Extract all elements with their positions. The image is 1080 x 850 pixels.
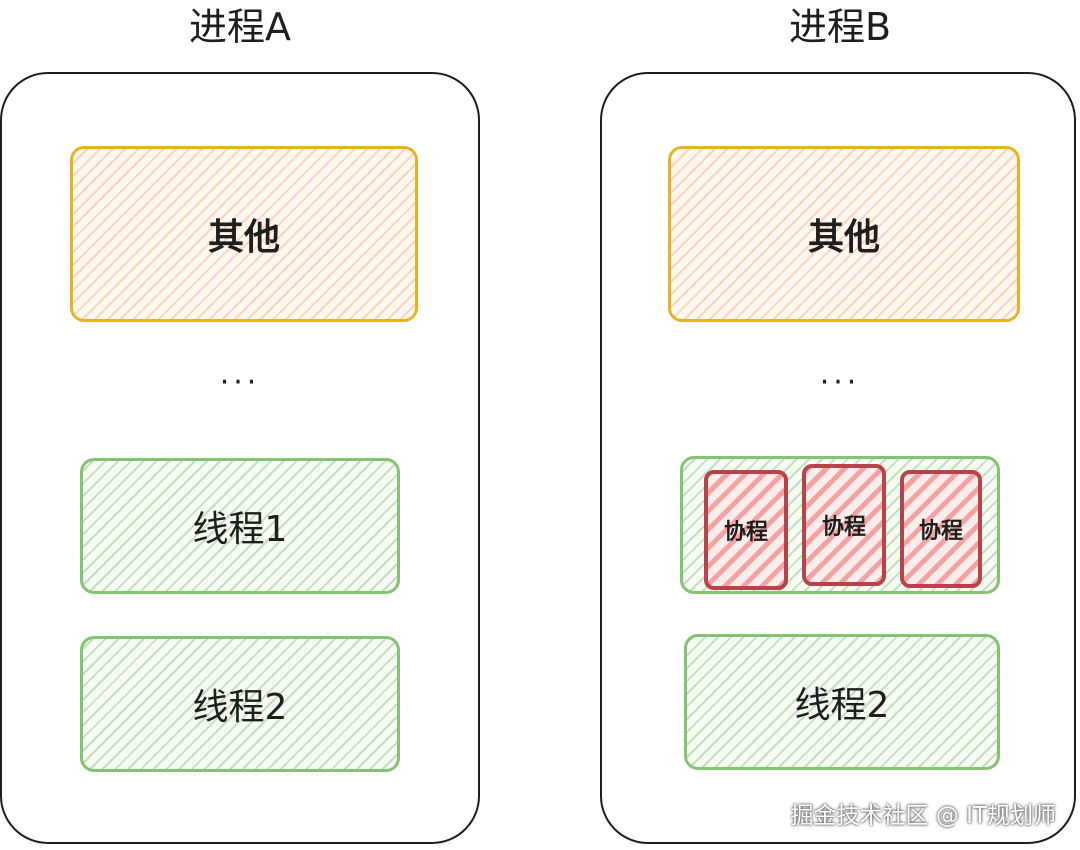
coroutine-block-3: 协程 bbox=[900, 470, 982, 588]
process-b-thread-2-label: 线程2 bbox=[794, 685, 890, 726]
process-a-title: 进程A bbox=[189, 5, 291, 49]
process-b-ellipsis: ··· bbox=[819, 365, 861, 400]
process-a-other-block: 其他 bbox=[70, 146, 418, 322]
process-a-thread-2-label: 线程2 bbox=[192, 687, 288, 728]
process-a-thread-1-label: 线程1 bbox=[192, 509, 288, 550]
process-b-other-block: 其他 bbox=[668, 146, 1020, 322]
process-a-ellipsis: ··· bbox=[219, 365, 261, 400]
process-a-thread-2: 线程2 bbox=[80, 636, 400, 772]
coroutine-label-1: 协程 bbox=[723, 520, 768, 545]
process-a-other-label: 其他 bbox=[207, 217, 280, 258]
process-b-other-label: 其他 bbox=[807, 217, 880, 258]
coroutine-block-2: 协程 bbox=[802, 464, 886, 586]
process-b-thread-2: 线程2 bbox=[684, 634, 1000, 770]
coroutine-block-1: 协程 bbox=[704, 470, 788, 590]
coroutine-label-3: 协程 bbox=[918, 519, 963, 544]
coroutine-label-2: 协程 bbox=[821, 515, 866, 540]
watermark: 掘金技术社区 @ IT规划师 bbox=[790, 803, 1056, 829]
process-a-container: 其他 ··· 线程1 线程2 bbox=[0, 72, 480, 844]
process-a-thread-1: 线程1 bbox=[80, 458, 400, 594]
process-b-title: 进程B bbox=[788, 5, 892, 49]
process-b-container: 其他 ··· 协程 协程 协程 线程2 bbox=[600, 72, 1076, 844]
